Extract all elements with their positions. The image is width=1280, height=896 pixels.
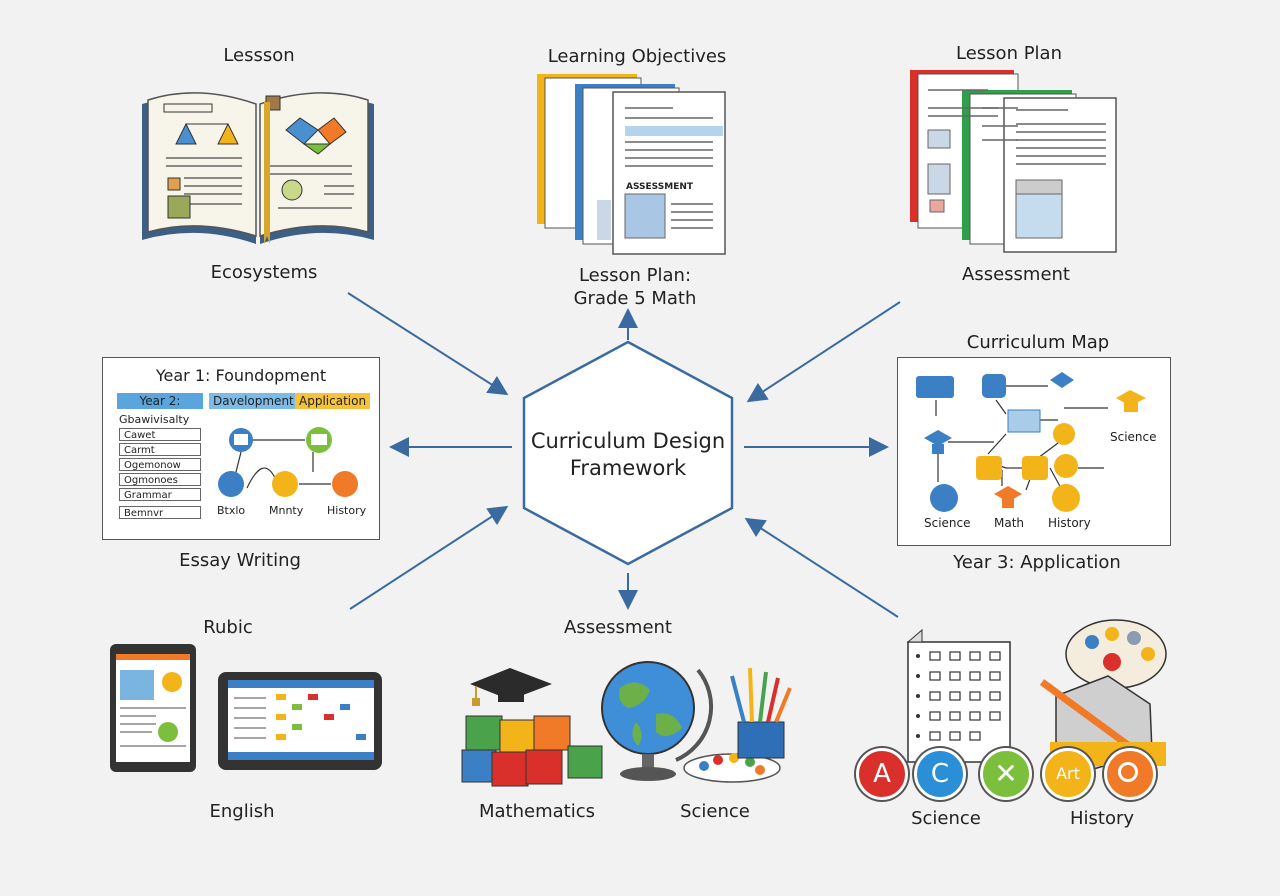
badge-art-text: Art xyxy=(1056,764,1080,783)
history-label-bottom-right: History xyxy=(1069,808,1135,829)
badge-target xyxy=(1104,748,1156,800)
assessment-doc-label: ASSESSMENT xyxy=(626,182,694,192)
year2-chip: Year 2: xyxy=(117,393,203,409)
stacked-documents-icon xyxy=(537,74,726,255)
badge-a: A xyxy=(856,748,908,800)
science-label-bottom-center: Science xyxy=(680,801,750,822)
list-item: Carmt xyxy=(119,443,201,456)
list-item: Ogmonoes xyxy=(119,473,201,486)
flow-node-label: Btxlo xyxy=(217,504,246,517)
science-label-bottom-right: Science xyxy=(911,808,981,829)
english-label: English xyxy=(209,801,275,822)
list-item: Cawet xyxy=(119,428,201,441)
badge-c-letter: C xyxy=(930,759,950,789)
math-science-icons xyxy=(461,661,792,787)
lesson-plan-grade5-line2: Grade 5 Math xyxy=(573,287,697,309)
year3-application-label: Year 3: Application xyxy=(953,552,1121,573)
map-node-label: Science xyxy=(924,516,971,530)
badge-x: ✕ xyxy=(980,748,1032,800)
tablet-devices-icon xyxy=(110,644,382,772)
assessment-label-bottom: Assessment xyxy=(564,617,672,638)
map-node-label: History xyxy=(1048,516,1091,530)
application-chip: Application xyxy=(295,393,371,409)
center-title-line2: Framework xyxy=(569,456,687,480)
lesson-label: Lessson xyxy=(223,45,295,66)
curriculum-map-label: Curriculum Map xyxy=(966,332,1110,353)
flow-node-label: Mnnty xyxy=(269,504,304,517)
list-item: Bemnvr xyxy=(119,506,201,519)
essay-writing-label: Essay Writing xyxy=(179,550,301,571)
ecosystems-label: Ecosystems xyxy=(210,262,318,283)
mathematics-label: Mathematics xyxy=(479,801,595,822)
rubic-label: Rubic xyxy=(203,617,253,638)
list-item: Ogemonow xyxy=(119,458,201,471)
development-chip: Davelopment xyxy=(209,393,298,409)
badge-c: C xyxy=(914,748,966,800)
center-hexagon xyxy=(522,340,734,566)
arrow-top-left xyxy=(347,292,509,396)
arrow-top-right xyxy=(746,301,901,403)
badge-a-letter: A xyxy=(873,759,891,789)
learning-objectives-label: Learning Objectives xyxy=(547,46,727,67)
lesson-plan-grade5-line1: Lesson Plan: xyxy=(578,265,692,286)
badge-art: Art xyxy=(1042,748,1094,800)
map-node-label: Science xyxy=(1110,430,1157,444)
arrow-bottom-left xyxy=(349,505,509,610)
year1-panel-title: Year 1: Foundopment xyxy=(155,366,327,385)
curriculum-map-panel: Science Science Math History xyxy=(897,357,1171,546)
lesson-plan-documents-icon xyxy=(910,70,1117,253)
open-book-icon xyxy=(142,92,374,244)
lesson-plan-label: Lesson Plan xyxy=(956,43,1062,64)
list-header: Gbawivisalty xyxy=(119,413,190,426)
assessment-label-top: Assessment xyxy=(962,264,1070,285)
close-icon: ✕ xyxy=(994,757,1018,790)
year1-panel: Year 1: Foundopment Year 2: Davelopment … xyxy=(102,357,380,540)
curriculum-map-diagram xyxy=(916,372,1146,512)
year1-flow-diagram xyxy=(218,427,358,497)
center-title-line1: Curriculum Design xyxy=(530,429,726,453)
list-item: Grammar xyxy=(119,488,201,501)
flow-node-label: History xyxy=(327,504,367,517)
checklist-art-icons xyxy=(906,619,1167,771)
map-node-label: Math xyxy=(994,516,1025,530)
arrow-bottom-right xyxy=(744,517,899,618)
center-title: Curriculum Design Framework xyxy=(531,428,725,482)
lesson-plan-grade5-label: Lesson Plan: Grade 5 Math xyxy=(574,265,697,310)
target-icon xyxy=(1118,762,1138,782)
